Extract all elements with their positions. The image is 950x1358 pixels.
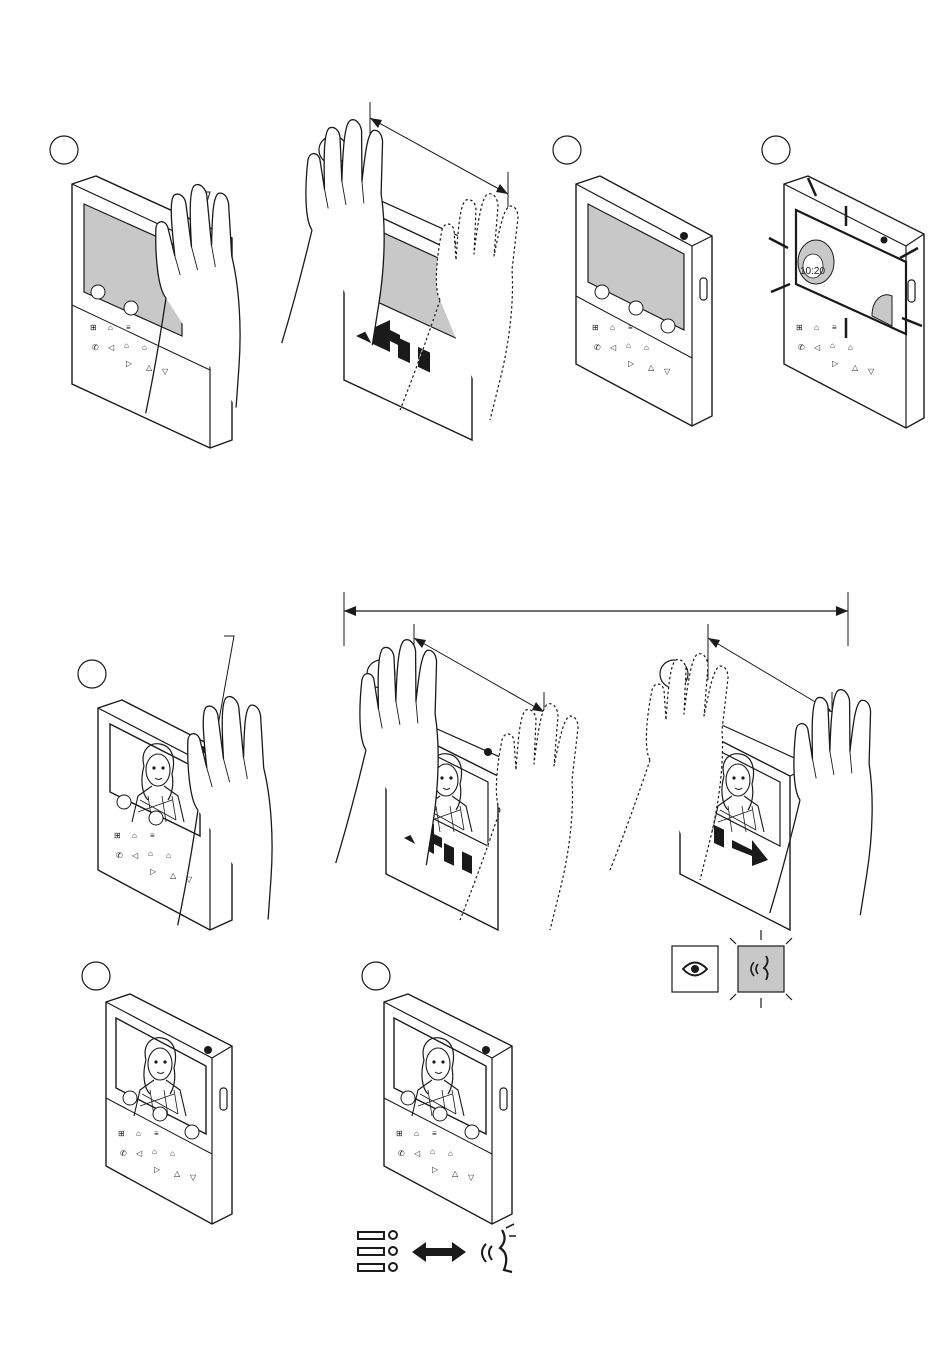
step-marker-1	[50, 136, 78, 164]
mode-indicator	[672, 930, 792, 1008]
panel-8-monitor-side	[106, 994, 232, 1224]
panel-3-monitor-side	[576, 176, 712, 426]
panel-1-monitor	[72, 176, 264, 448]
panel-2-swipe-left	[263, 102, 518, 440]
step-marker-3	[553, 136, 581, 164]
step-marker-8	[82, 962, 110, 990]
menu-voice-toggle	[358, 1224, 516, 1272]
panel-5-monitor-call	[98, 636, 296, 935]
step-marker-5	[78, 660, 106, 688]
step-marker-9	[362, 962, 390, 990]
screen-clock: 10:20	[800, 266, 825, 277]
double-arrow-icon	[412, 1242, 466, 1262]
panel-9-monitor-side	[384, 994, 512, 1224]
menu-list-icon	[358, 1231, 397, 1271]
panel-4-monitor-alert: 10:20	[769, 176, 924, 428]
step-marker-4	[762, 136, 790, 164]
range-dimension	[344, 592, 848, 646]
panel-7-swipe-right	[610, 624, 888, 930]
voice-speaking-icon	[738, 946, 784, 992]
panel-6-swipe-left	[317, 624, 578, 930]
voice-speaking-icon-large	[482, 1224, 516, 1272]
